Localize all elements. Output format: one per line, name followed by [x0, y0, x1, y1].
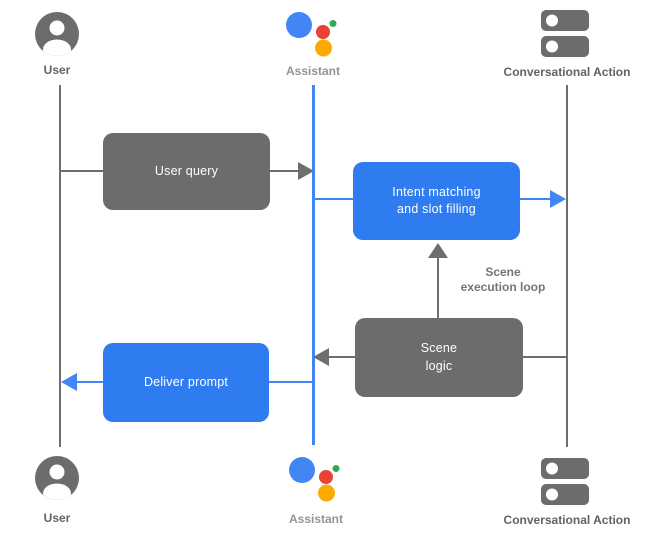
- scene-logic-box: Scene logic: [355, 318, 523, 397]
- scene-execution-loop-note: Scene execution loop: [460, 265, 546, 294]
- assistant-to-intent-line: [314, 198, 353, 200]
- assistant-bottom-icon-wrap: [288, 456, 340, 502]
- conversational-action-top-icon-wrap: [541, 10, 589, 57]
- intent-matching-box: Intent matching and slot filling: [353, 162, 520, 240]
- assistant-bottom-label: Assistant: [288, 512, 344, 526]
- user-top-icon-wrap: [35, 12, 79, 56]
- person-circle-icon: [35, 12, 79, 56]
- server-stack-icon: [541, 10, 589, 57]
- query-to-assistant-line: [270, 170, 300, 172]
- scene-loop-arrowhead-icon: [428, 243, 448, 258]
- conversational-action-lifeline: [566, 85, 568, 447]
- deliver-prompt-box: Deliver prompt: [103, 343, 269, 422]
- scene-to-assistant-line: [329, 356, 355, 358]
- deliver-to-user-arrowhead-icon: [61, 373, 77, 391]
- person-circle-icon: [35, 456, 79, 500]
- action-to-scene-line: [523, 356, 567, 358]
- user-lifeline: [59, 85, 61, 447]
- conversational-action-top-label: Conversational Action: [503, 65, 631, 79]
- assistant-lifeline: [312, 85, 315, 445]
- user-top-label: User: [43, 63, 71, 77]
- google-assistant-logo-icon: [286, 12, 337, 57]
- google-assistant-logo-icon: [289, 457, 340, 502]
- deliver-to-user-line: [77, 381, 103, 383]
- assistant-top-label: Assistant: [285, 64, 341, 78]
- user-to-query-line: [60, 170, 103, 172]
- intent-to-action-arrowhead-icon: [550, 190, 566, 208]
- conversational-action-bottom-label: Conversational Action: [503, 513, 631, 527]
- user-bottom-icon-wrap: [35, 456, 79, 500]
- conversational-action-bottom-icon-wrap: [541, 458, 589, 505]
- user-query-box: User query: [103, 133, 270, 210]
- assistant-to-deliver-line: [269, 381, 314, 383]
- intent-to-action-line: [520, 198, 550, 200]
- server-stack-icon: [541, 458, 589, 505]
- assistant-top-icon-wrap: [285, 11, 337, 57]
- user-bottom-label: User: [43, 511, 71, 525]
- scene-to-assistant-arrowhead-icon: [313, 348, 329, 366]
- scene-loop-line: [437, 256, 439, 318]
- query-to-assistant-arrowhead-icon: [298, 162, 314, 180]
